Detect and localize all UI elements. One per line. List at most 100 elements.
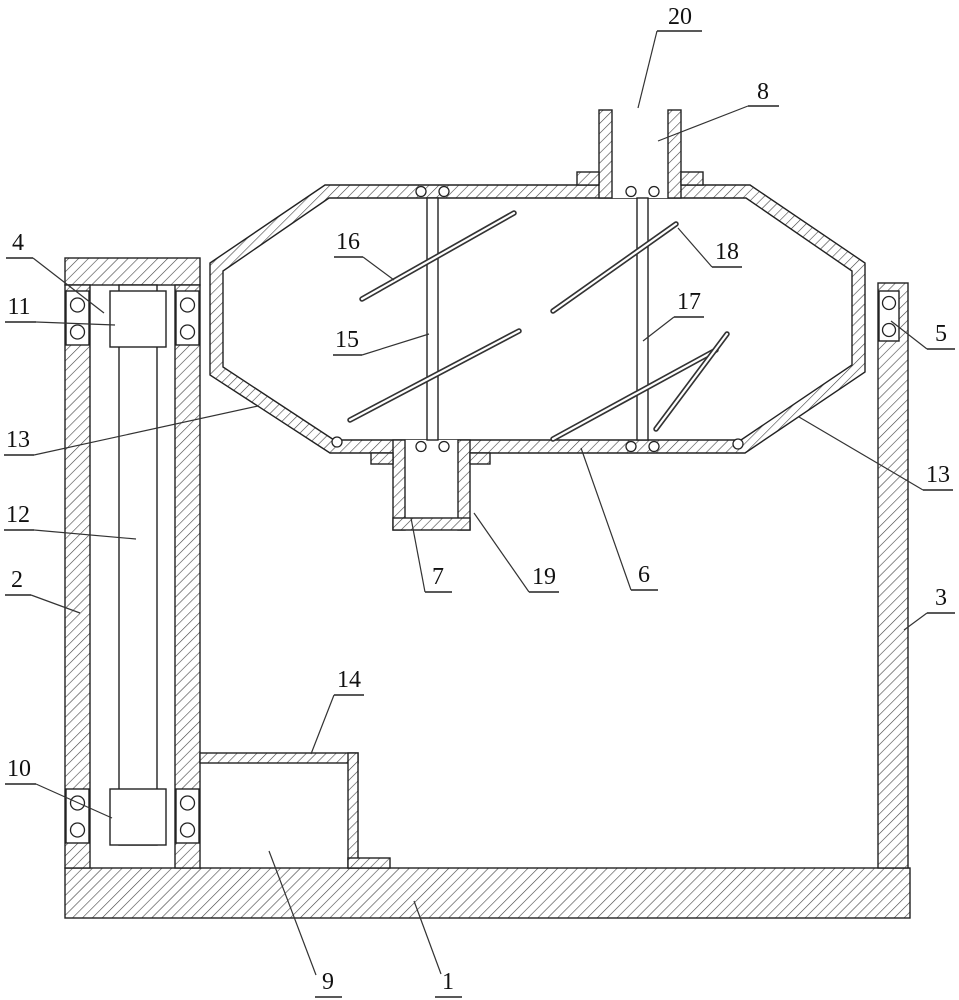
agitator-blade <box>653 331 730 432</box>
bottom-outlet-cup <box>370 439 491 531</box>
leader-line <box>580 447 632 591</box>
label-11: 11 <box>5 294 116 326</box>
agitator-blades <box>347 210 730 442</box>
bolt-icon <box>438 440 450 453</box>
label-4: 4 <box>6 230 105 314</box>
mixing-chamber <box>209 184 866 454</box>
bearing-ball-icon <box>69 297 86 313</box>
agitator-blade <box>359 210 517 302</box>
label-10: 10 <box>5 756 113 819</box>
label-20: 20 <box>637 4 702 109</box>
inlet-pipe-bore <box>612 110 668 198</box>
label-5: 5 <box>890 320 955 350</box>
bearing-ball-icon <box>69 324 86 340</box>
leader-line <box>642 316 675 342</box>
leader-line <box>657 105 749 142</box>
label-text: 11 <box>7 294 30 320</box>
label-text: 5 <box>935 321 947 347</box>
label-text: 18 <box>715 239 739 265</box>
divider-shaft-2 <box>636 197 649 441</box>
leader-line <box>637 30 658 109</box>
bolt-icon <box>625 185 637 198</box>
inner-shaft <box>118 284 158 846</box>
label-text: 6 <box>638 562 650 588</box>
bolt-icon <box>648 440 660 453</box>
divider-shafts <box>426 197 649 441</box>
label-1: 1 <box>413 900 462 998</box>
label-text: 12 <box>6 502 30 528</box>
bolt-icon <box>331 436 343 448</box>
label-text: 17 <box>677 289 701 315</box>
bolt-icon <box>438 185 450 198</box>
right-support-wall <box>877 282 909 869</box>
bearing-ball-icon <box>69 822 86 838</box>
leader-line <box>310 694 335 755</box>
agitator-blade <box>347 328 522 423</box>
bearing-ball-icon <box>881 322 897 338</box>
base-plate <box>64 867 911 919</box>
label-text: 9 <box>322 969 334 995</box>
reference-labels: 20 8 4 11 5 16 <box>4 4 955 998</box>
label-12: 12 <box>4 502 137 540</box>
bearing-ball-icon <box>179 297 196 313</box>
leader-line <box>410 517 426 593</box>
label-text: 16 <box>336 229 360 255</box>
label-8: 8 <box>657 79 779 142</box>
label-text: 20 <box>668 4 692 30</box>
leader-line <box>32 257 105 314</box>
chamber-wall <box>209 184 866 454</box>
outlet-cup-left-flange <box>370 452 394 465</box>
box-foot <box>347 857 391 869</box>
leader-line <box>677 227 713 268</box>
label-13-right: 13 <box>798 416 953 491</box>
leader-line <box>413 900 442 975</box>
label-3: 3 <box>903 585 955 631</box>
column-top-cap <box>64 257 201 286</box>
bearing-ball-icon <box>881 295 897 311</box>
leader-line <box>33 405 259 456</box>
label-text: 2 <box>11 567 23 593</box>
divider-shaft-1 <box>426 197 439 441</box>
agitator-blade <box>550 347 719 442</box>
outlet-cup-bore <box>405 440 458 518</box>
leader-line <box>268 850 317 976</box>
bolt-icon <box>415 440 427 453</box>
leader-line <box>33 529 137 540</box>
bolt-icon <box>625 440 637 453</box>
outlet-cup-left-wall <box>392 439 406 531</box>
bearing-ball-icon <box>179 795 196 811</box>
label-text: 10 <box>7 756 31 782</box>
left-support-column <box>64 257 201 869</box>
label-text: 4 <box>12 230 24 256</box>
label-text: 15 <box>335 327 359 353</box>
label-text: 1 <box>442 969 454 995</box>
bearing-ball-icon <box>179 822 196 838</box>
column-outer-wall <box>64 284 91 869</box>
label-text: 8 <box>757 79 769 105</box>
bearing-housing-bottom <box>109 788 167 846</box>
leader-line <box>35 783 113 819</box>
leader-line <box>903 612 928 631</box>
leader-line <box>30 594 81 614</box>
outlet-cup-right-flange <box>469 452 491 465</box>
label-14: 14 <box>310 667 364 755</box>
collection-box <box>199 752 391 869</box>
inlet-pipe-left-wall <box>598 109 613 199</box>
bolt-icon <box>732 438 744 450</box>
label-text: 3 <box>935 585 947 611</box>
leader-line <box>361 333 430 356</box>
label-18: 18 <box>677 227 742 268</box>
label-text: 7 <box>432 564 444 590</box>
leader-line <box>890 320 928 350</box>
column-inner-wall <box>174 284 201 869</box>
outlet-cup-right-wall <box>457 439 471 531</box>
label-19: 19 <box>473 512 559 593</box>
outlet-cup-bottom-wall <box>392 517 471 531</box>
bolt-icon <box>648 185 660 198</box>
label-17: 17 <box>642 289 704 342</box>
fastener-pins <box>331 185 744 453</box>
bolt-icon <box>415 185 427 198</box>
inlet-pipe-right-wall <box>667 109 682 199</box>
